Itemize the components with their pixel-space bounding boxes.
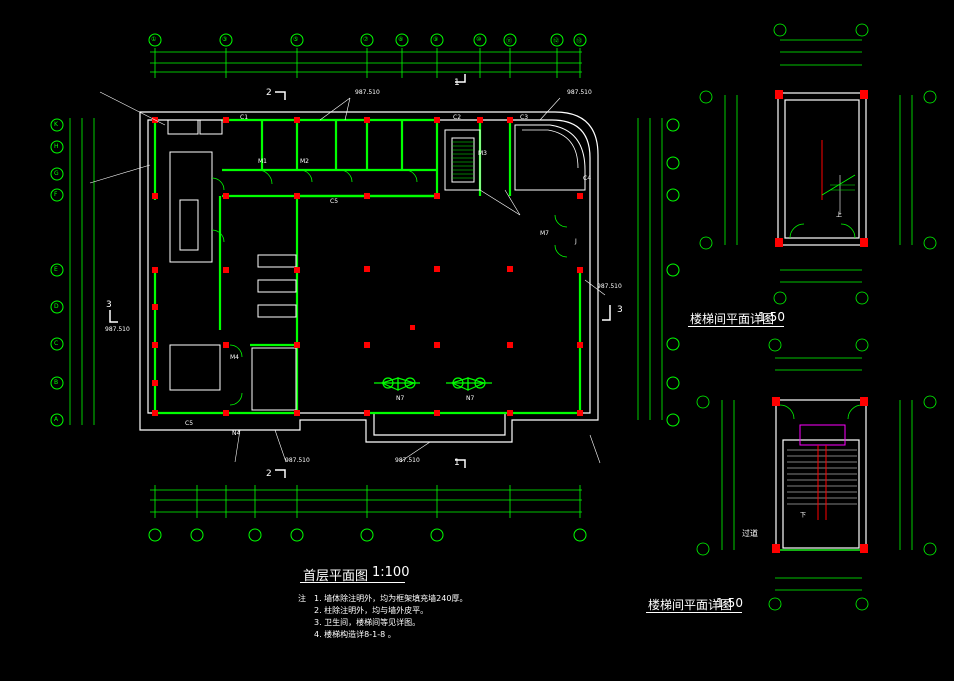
- leader-lines: [89, 91, 606, 464]
- entrance-doors: [374, 377, 492, 391]
- tag-c2: C2: [453, 114, 462, 121]
- axis-top-7: ⑦: [363, 36, 369, 43]
- axis-bubbles-top: [148, 33, 587, 47]
- plan-scale: 1:100: [372, 565, 410, 580]
- curved-inner: [522, 129, 579, 169]
- axis-left-e: E: [54, 266, 58, 273]
- section-mark-1-top: 1: [454, 78, 460, 88]
- top-dimension-lines: [150, 48, 582, 78]
- detail-2-scale: 1:50: [716, 596, 743, 610]
- detail-1-stair: [699, 23, 937, 305]
- tag-n7-b: N7: [466, 395, 475, 402]
- drawing-notes: 注 1. 墙体除注明外，均为框架填充墙240厚。 2. 柱除注明外，均与墙外皮平…: [298, 593, 467, 641]
- tag-m2: M2: [300, 158, 309, 165]
- section-mark-1-bottom: 1: [454, 458, 460, 468]
- section-mark-2-bottom: 2: [266, 469, 272, 479]
- plan-title: 首层平面图: [303, 569, 369, 584]
- elevation-4: 987.510: [105, 326, 130, 333]
- plan-title-underline: [300, 582, 405, 583]
- door-swings: [211, 169, 568, 406]
- curved-corner-room: [514, 124, 586, 191]
- tag-m3: M3: [478, 150, 487, 157]
- detail-1-scale: 1:50: [758, 310, 785, 324]
- section-mark-2-top: 2: [266, 88, 272, 98]
- detail-1-title: 楼梯间平面详图: [690, 312, 775, 326]
- tag-c4: C4: [583, 175, 592, 182]
- partitions: [167, 119, 481, 411]
- detail-2-corridor-label: 过道: [742, 529, 758, 538]
- detail-1-features: [775, 90, 868, 247]
- note-1: 1. 墙体除注明外，均为框架填充墙240厚。: [314, 594, 468, 603]
- detail-2-features: [772, 397, 868, 553]
- detail-2-down-label: 下: [800, 512, 807, 519]
- axis-top-1: ①: [151, 36, 157, 43]
- left-dimension-lines: [69, 118, 95, 425]
- detail-1-up-label: 上: [836, 212, 843, 219]
- axis-top-3: ③: [222, 36, 228, 43]
- tag-m7: M7: [540, 230, 549, 237]
- axis-top-13: ⑬: [576, 38, 583, 45]
- tag-m1: M1: [258, 158, 267, 165]
- detail-2-stair: [696, 338, 937, 611]
- notes-list: 1. 墙体除注明外，均为框架填充墙240厚。 2. 柱除注明外，均与墙外皮平。 …: [298, 593, 467, 641]
- tag-c5: C5: [330, 198, 339, 205]
- elevation-2: 987.510: [567, 89, 592, 96]
- elevation-6: 987.510: [395, 457, 420, 464]
- note-3: 3. 卫生间，楼梯间等见详图。: [314, 618, 421, 627]
- main-stair: [452, 141, 474, 179]
- axis-left-d: D: [54, 303, 59, 310]
- right-dimension-lines: [637, 118, 663, 420]
- axis-top-8: ⑧: [398, 36, 404, 43]
- axis-top-10: ⑩: [476, 36, 482, 43]
- tag-n7-a: N7: [396, 395, 405, 402]
- tag-m4: M4: [230, 354, 239, 361]
- axis-left-c: C: [54, 340, 59, 347]
- bottom-dimension-lines: [150, 485, 582, 518]
- elevation-5: 987.510: [285, 457, 310, 464]
- section-mark-3-right: 3: [617, 305, 623, 315]
- section-mark-3-left: 3: [106, 300, 112, 310]
- tag-j: J: [575, 238, 577, 245]
- elevation-1: 987.510: [355, 89, 380, 96]
- note-2: 2. 柱除注明外，均与墙外皮平。: [314, 606, 429, 615]
- notes-heading: 注: [298, 594, 306, 603]
- note-4: 4. 楼梯构造详8-1-8 。: [314, 630, 396, 639]
- section-cuts: [109, 74, 611, 478]
- axis-left-a: A: [54, 416, 59, 423]
- axis-left-h: H: [54, 143, 59, 150]
- axis-bubbles-left: [50, 118, 64, 427]
- elevation-3: 987.510: [597, 283, 622, 290]
- axis-bubbles-right: [666, 118, 680, 427]
- tag-c5-bottom: C5: [185, 420, 194, 427]
- tag-n4: N4: [232, 430, 241, 437]
- detail-2-title: 楼梯间平面详图: [648, 598, 733, 612]
- axis-top-5: ⑤: [293, 36, 299, 43]
- axis-bubbles-bottom: [148, 528, 587, 542]
- detail-1-walls: [777, 92, 867, 246]
- tag-c1: C1: [240, 114, 249, 121]
- tag-c3: C3: [520, 114, 529, 121]
- axis-top-11: ⑪: [506, 38, 513, 45]
- axis-left-f: F: [54, 191, 58, 198]
- building-walls: [139, 111, 599, 443]
- detail-2-underline: [646, 612, 742, 613]
- axis-left-b: B: [54, 379, 59, 386]
- detail-1-underline: [688, 326, 784, 327]
- axis-left-g: G: [54, 170, 59, 177]
- axis-left-k: K: [54, 121, 58, 128]
- axis-top-12: ⑫: [553, 38, 560, 45]
- axis-top-9: ⑨: [433, 36, 439, 43]
